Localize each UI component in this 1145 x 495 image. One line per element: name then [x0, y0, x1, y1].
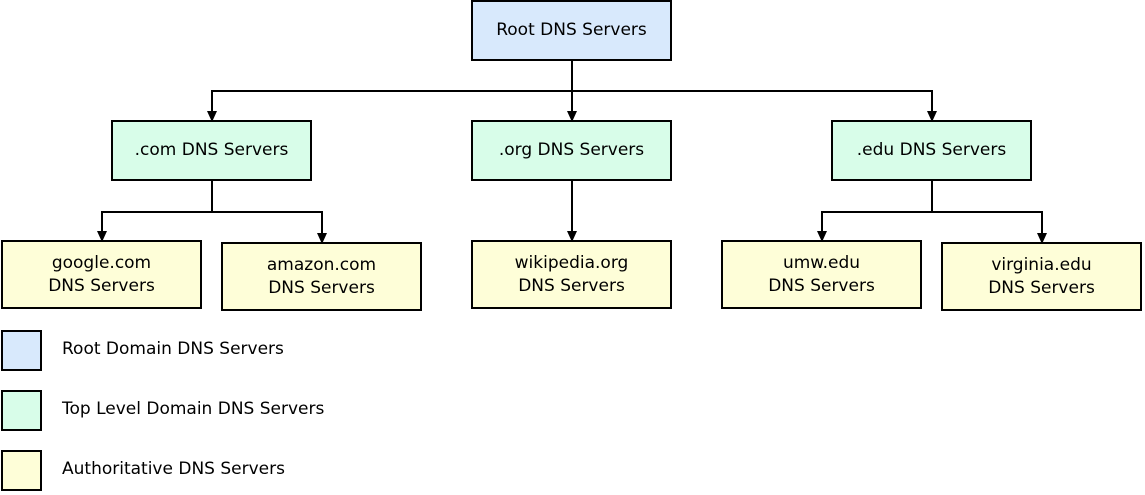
- org-dns-label: .org DNS Servers: [498, 140, 645, 160]
- amazon-dns-domain: amazon.com: [266, 254, 377, 275]
- edu-dns-label: .edu DNS Servers: [856, 140, 1007, 160]
- edge-edu-virginia: [932, 211, 1047, 244]
- edge-com-google: [97, 181, 213, 242]
- wikipedia-dns-node: wikipedia.org DNS Servers: [471, 240, 672, 309]
- google-dns-node: google.com DNS Servers: [1, 240, 202, 309]
- umw-dns-domain: umw.edu: [782, 252, 861, 273]
- legend-root-swatch: [1, 330, 42, 371]
- edge-com-amazon: [212, 211, 327, 244]
- edu-dns-node: .edu DNS Servers: [831, 120, 1032, 181]
- wikipedia-dns-domain: wikipedia.org: [514, 252, 629, 273]
- root-dns-node: Root DNS Servers: [471, 0, 672, 61]
- edge-root-com: [207, 61, 573, 122]
- virginia-dns-domain: virginia.edu: [991, 254, 1092, 275]
- google-dns-domain: google.com: [51, 252, 152, 273]
- amazon-dns-node: amazon.com DNS Servers: [221, 242, 422, 311]
- legend-tld-swatch: [1, 390, 42, 431]
- legend-authoritative-swatch: [1, 450, 42, 491]
- com-dns-node: .com DNS Servers: [111, 120, 312, 181]
- com-dns-label: .com DNS Servers: [134, 140, 289, 160]
- legend-tld-label: Top Level Domain DNS Servers: [62, 399, 325, 419]
- wikipedia-dns-subtitle: DNS Servers: [518, 275, 625, 296]
- legend-authoritative-label: Authoritative DNS Servers: [62, 459, 285, 479]
- amazon-dns-subtitle: DNS Servers: [268, 277, 375, 298]
- root-dns-label: Root DNS Servers: [496, 20, 647, 40]
- edge-root-edu: [572, 90, 937, 122]
- virginia-dns-subtitle: DNS Servers: [988, 277, 1095, 298]
- virginia-dns-node: virginia.edu DNS Servers: [941, 242, 1142, 311]
- org-dns-node: .org DNS Servers: [471, 120, 672, 181]
- umw-dns-node: umw.edu DNS Servers: [721, 240, 922, 309]
- google-dns-subtitle: DNS Servers: [48, 275, 155, 296]
- umw-dns-subtitle: DNS Servers: [768, 275, 875, 296]
- edge-edu-umw: [817, 181, 933, 242]
- legend-root-label: Root Domain DNS Servers: [62, 339, 284, 359]
